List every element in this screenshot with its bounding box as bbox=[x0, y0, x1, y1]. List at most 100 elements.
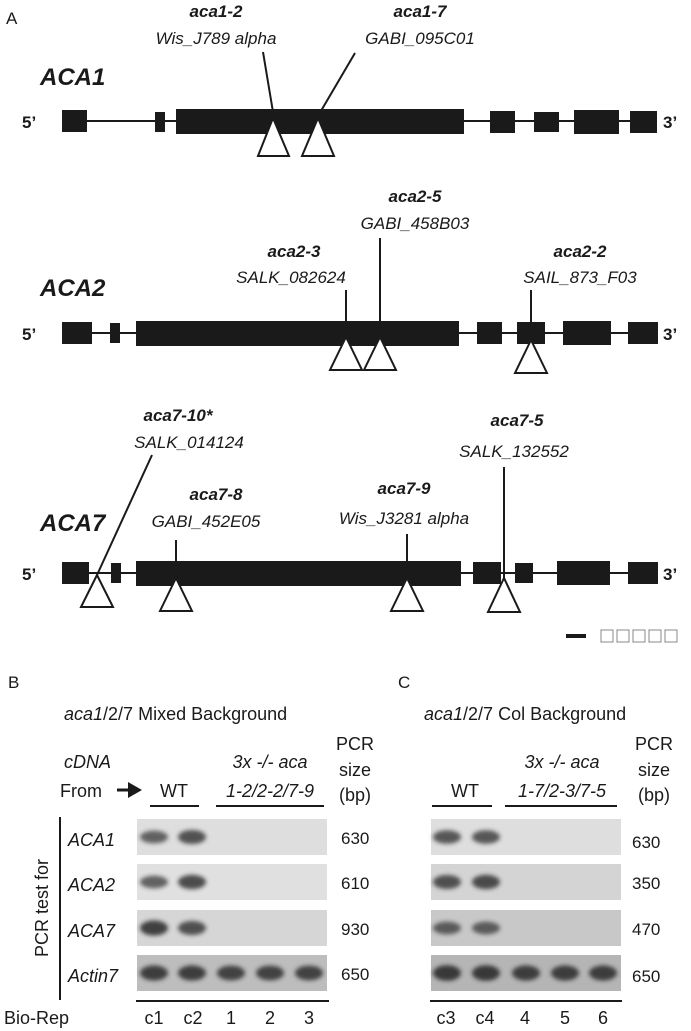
exon bbox=[563, 321, 611, 345]
exon bbox=[62, 110, 87, 132]
row-label: ACA7 bbox=[67, 921, 116, 941]
exon bbox=[628, 322, 658, 344]
lane-label: c2 bbox=[183, 1008, 202, 1028]
gel-band bbox=[472, 874, 500, 890]
exon bbox=[110, 323, 120, 343]
gel-strip bbox=[137, 864, 327, 900]
lane-label: 3 bbox=[304, 1008, 314, 1028]
gel-band bbox=[140, 920, 168, 936]
allele-label: aca2-2 bbox=[554, 242, 607, 261]
line-label: SAIL_873_F03 bbox=[523, 268, 637, 287]
line-label: SALK_132552 bbox=[459, 442, 569, 461]
gel-band bbox=[140, 965, 168, 981]
gel-band bbox=[433, 830, 461, 844]
allele-label: aca7-8 bbox=[190, 485, 243, 504]
cdna-label: cDNA bbox=[64, 752, 111, 772]
insertion-aca7-8: aca7-8 GABI_452E05 bbox=[152, 485, 261, 612]
gene-aca2: ACA2 5’ 3’ aca2-5 GABI_458B03 aca2-3 SAL… bbox=[22, 187, 677, 374]
gel-strip bbox=[431, 910, 621, 946]
scale-box bbox=[632, 629, 646, 643]
size-label: 610 bbox=[341, 874, 369, 893]
row-label: ACA2 bbox=[67, 875, 115, 895]
panel-b-title: aca1/2/7 Mixed Background bbox=[64, 704, 287, 724]
tdna-triangle bbox=[256, 115, 291, 157]
insertion-pointer bbox=[96, 454, 153, 576]
three-prime-label: 3’ bbox=[663, 565, 677, 584]
size-label: 630 bbox=[341, 829, 369, 848]
scale-box bbox=[600, 629, 614, 643]
gel-band bbox=[295, 965, 323, 981]
exon bbox=[628, 562, 658, 584]
insertion-aca7-9: aca7-9 Wis_J3281 alpha bbox=[339, 479, 469, 612]
allele-label: aca1-7 bbox=[394, 2, 448, 21]
arrow-icon bbox=[117, 782, 142, 798]
tdna-triangle bbox=[513, 337, 549, 374]
tdna-triangle bbox=[328, 334, 364, 371]
gene-name: ACA1 bbox=[39, 64, 105, 91]
row-label: Actin7 bbox=[67, 966, 119, 986]
scale-box bbox=[616, 629, 630, 643]
scale-bar-line bbox=[566, 634, 586, 638]
lane-label: c3 bbox=[436, 1008, 455, 1028]
exon bbox=[630, 111, 657, 133]
allele-label: aca2-3 bbox=[268, 242, 321, 261]
wt-label: WT bbox=[451, 781, 479, 801]
mutant-label-line1: 3x -/- aca bbox=[232, 752, 307, 772]
gel-band bbox=[433, 875, 461, 889]
exon bbox=[557, 561, 610, 585]
gene-aca7: ACA7 5’ 3’ aca7-10* SALK_014124 aca7-5 S… bbox=[22, 406, 677, 613]
five-prime-label: 5’ bbox=[22, 113, 36, 132]
exon bbox=[136, 561, 461, 586]
mutant-label-line1: 3x -/- aca bbox=[524, 752, 599, 772]
insertion-aca2-3: aca2-3 SALK_082624 bbox=[236, 242, 364, 371]
row-label: ACA1 bbox=[67, 830, 115, 850]
gel-band bbox=[551, 965, 579, 981]
line-label: SALK_014124 bbox=[134, 433, 244, 452]
line-label: GABI_458B03 bbox=[361, 214, 470, 233]
line-label: GABI_095C01 bbox=[365, 29, 475, 48]
insertion-aca2-5: aca2-5 GABI_458B03 bbox=[361, 187, 470, 371]
line-label: Wis_J789 alpha bbox=[156, 29, 277, 48]
line-label: Wis_J3281 alpha bbox=[339, 509, 469, 528]
exon bbox=[62, 562, 89, 584]
allele-label: aca7-10* bbox=[143, 406, 213, 425]
tdna-triangle bbox=[300, 115, 336, 157]
gene-name: ACA2 bbox=[39, 275, 106, 302]
gel-band bbox=[256, 965, 284, 981]
lane-label: c4 bbox=[475, 1008, 494, 1028]
exon bbox=[515, 563, 533, 583]
size-label: 470 bbox=[632, 920, 660, 939]
mutant-label-line2: 1-7/2-3/7-5 bbox=[518, 781, 607, 801]
tdna-triangle bbox=[362, 334, 398, 371]
allele-label: aca7-5 bbox=[491, 411, 544, 430]
gel-band bbox=[140, 875, 168, 889]
gene-name: ACA7 bbox=[39, 510, 107, 537]
tdna-triangle bbox=[486, 575, 522, 613]
gene-aca1: ACA1 5’ 3’ aca1-2 Wis_J789 alpha aca1-7 … bbox=[22, 2, 677, 157]
panel-c: C aca1/2/7 Col Background WT 3x -/- aca … bbox=[398, 673, 673, 1028]
three-prime-label: 3’ bbox=[663, 325, 677, 344]
row-group-label: PCR test for bbox=[32, 859, 52, 957]
pcr-size-header: size bbox=[638, 760, 670, 780]
gel-strip bbox=[137, 819, 327, 855]
line-label: GABI_452E05 bbox=[152, 512, 261, 531]
wt-label: WT bbox=[160, 781, 188, 801]
exon bbox=[490, 111, 515, 133]
size-label: 650 bbox=[341, 965, 369, 984]
allele-label: aca1-2 bbox=[190, 2, 243, 21]
size-label: 630 bbox=[632, 833, 660, 852]
scale-box bbox=[648, 629, 662, 643]
panel-b-label: B bbox=[8, 673, 19, 692]
exon bbox=[473, 562, 501, 584]
gel-band bbox=[140, 830, 168, 844]
scale-bar bbox=[566, 629, 678, 643]
gel-c bbox=[431, 819, 621, 991]
biorep-label: Bio-Rep bbox=[4, 1008, 69, 1028]
insertion-aca1-2: aca1-2 Wis_J789 alpha bbox=[156, 2, 291, 157]
lane-label: 6 bbox=[598, 1008, 608, 1028]
tdna-triangle bbox=[389, 575, 425, 612]
exon bbox=[111, 563, 121, 583]
exon bbox=[477, 322, 502, 344]
from-label: From bbox=[60, 781, 102, 801]
